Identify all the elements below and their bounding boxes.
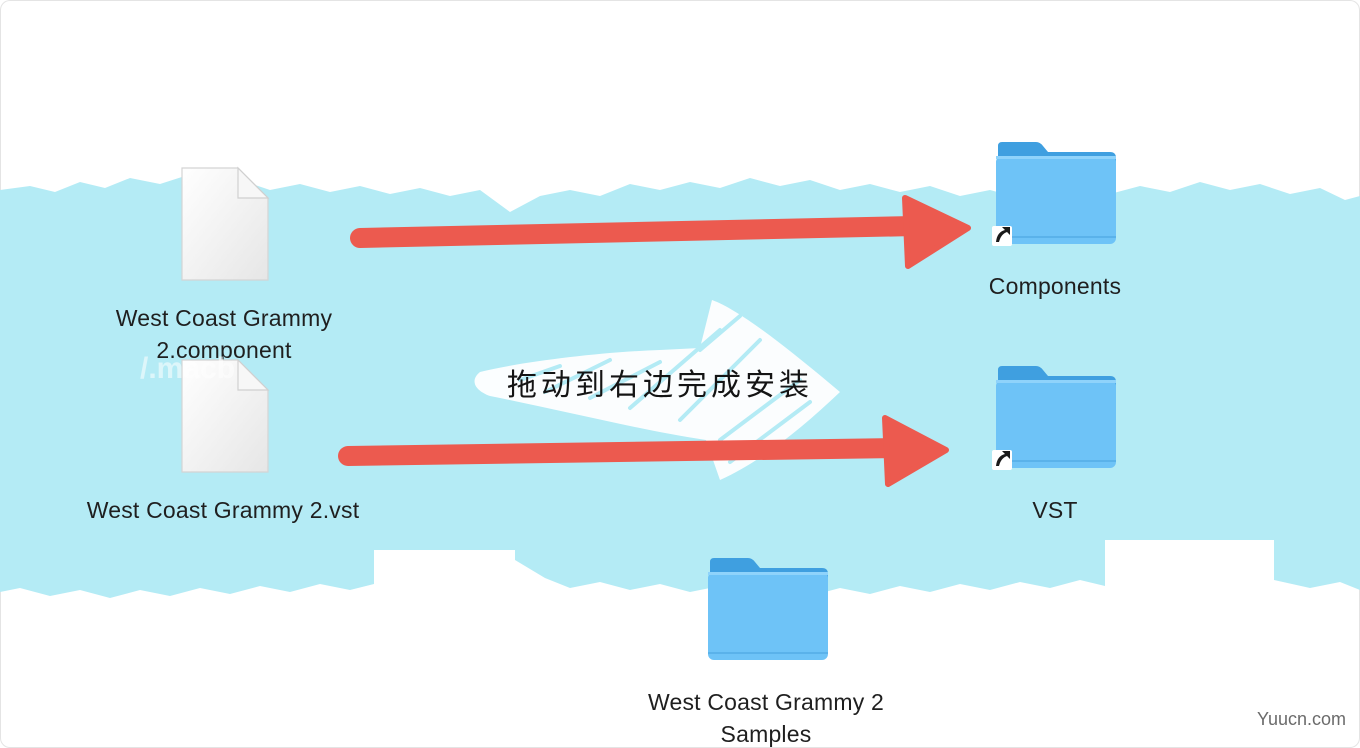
file-component-label: West Coast Grammy 2.component [86, 302, 362, 366]
folder-samples-name-line2: Samples [720, 721, 812, 747]
brush-arrow [474, 300, 840, 480]
document-icon [181, 166, 270, 281]
watermark-corner: Yuucn.com [1256, 709, 1346, 729]
folder-vst-label: VST [1032, 497, 1078, 523]
file-vst-label: West Coast Grammy 2.vst [86, 497, 360, 523]
watermark-mid: /.macb [140, 352, 236, 385]
arrow-to-components [350, 195, 971, 269]
folder-samples-name-line1: West Coast Grammy 2 [648, 689, 884, 715]
folder-components-label: Components [988, 273, 1122, 299]
folder-icon [708, 558, 828, 660]
folder-samples-label: West Coast Grammy 2 Samples [616, 686, 916, 748]
install-instruction: 拖动到右边完成安装 [507, 368, 813, 403]
file-component-name-line1: West Coast Grammy [115, 305, 333, 331]
alias-arrow-icon [992, 450, 1012, 470]
document-icon [181, 358, 270, 473]
file-component-name-line2: 2.component [156, 337, 292, 363]
alias-arrow-icon [992, 226, 1012, 246]
arrow-to-vst [338, 415, 949, 487]
folder-alias-icon [992, 366, 1116, 470]
folder-alias-icon [992, 142, 1116, 246]
